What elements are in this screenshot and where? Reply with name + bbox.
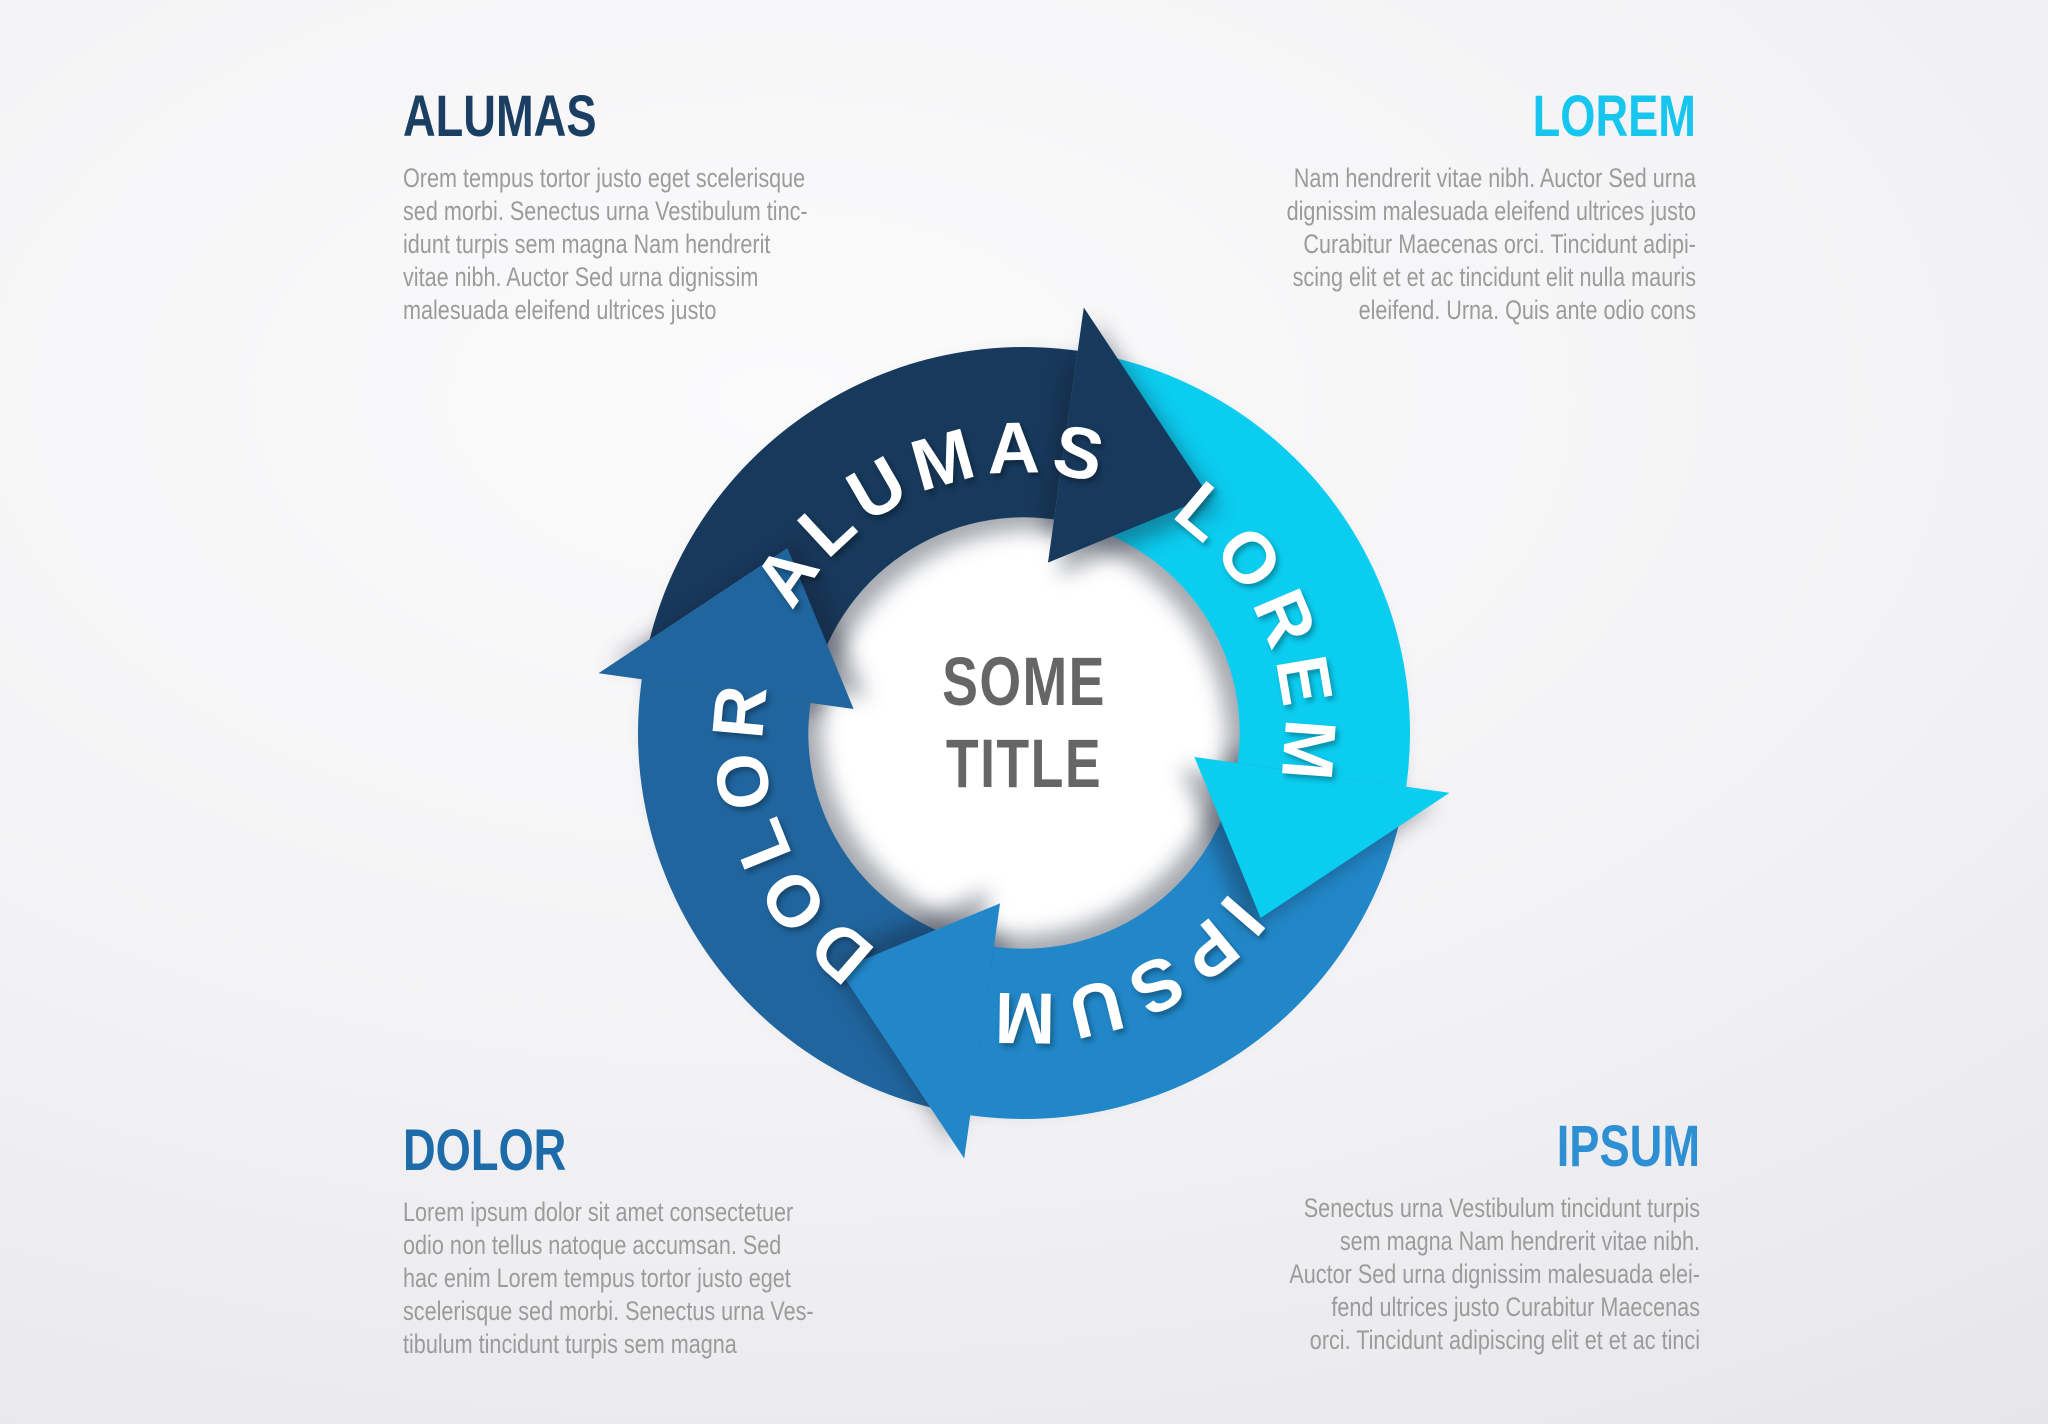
callout-lorem-body: Nam hendrerit vitae nibh. Auctor Sed urn… bbox=[1248, 162, 1696, 327]
callout-ipsum: IPSUM Senectus urna Vestibulum tincidunt… bbox=[1140, 1118, 1700, 1357]
body-line: Senectus urna Vestibulum tincidunt turpi… bbox=[1303, 1193, 1700, 1223]
body-line: sem magna Nam hendrerit vitae nibh. bbox=[1339, 1226, 1700, 1256]
body-line: malesuada eleifend ultrices justo bbox=[403, 295, 717, 325]
body-line: odio non tellus natoque accumsan. Sed bbox=[403, 1230, 782, 1260]
callout-alumas-heading: ALUMAS bbox=[403, 84, 597, 149]
body-line: Lorem ipsum dolor sit amet consectetuer bbox=[403, 1197, 794, 1227]
body-line: tibulum tincidunt turpis sem magna bbox=[403, 1329, 737, 1359]
center-title-line1: SOME bbox=[942, 644, 1106, 721]
body-line: Nam hendrerit vitae nibh. Auctor Sed urn… bbox=[1293, 163, 1696, 193]
body-line: hac enim Lorem tempus tortor justo eget bbox=[403, 1263, 791, 1293]
body-line: Auctor Sed urna dignissim malesuada elei… bbox=[1289, 1259, 1700, 1289]
body-line: Curabitur Maecenas orci. Tincidunt adipi… bbox=[1303, 229, 1696, 259]
callout-dolor: DOLOR Lorem ipsum dolor sit amet consect… bbox=[403, 1122, 963, 1361]
center-title-line2: TITLE bbox=[946, 726, 1102, 803]
cycle-diagram: ALUMAS LOREM IPSUM DOLOR SOME TITLE bbox=[598, 307, 1450, 1159]
callout-dolor-body: Lorem ipsum dolor sit amet consectetuer … bbox=[403, 1196, 851, 1361]
body-line: orci. Tincidunt adipiscing elit et et ac… bbox=[1309, 1325, 1700, 1355]
body-line: idunt turpis sem magna Nam hendrerit bbox=[403, 229, 771, 259]
inner-disc bbox=[807, 516, 1241, 950]
body-line: dignissim malesuada eleifend ultrices ju… bbox=[1286, 196, 1696, 226]
body-line: scing elit et et ac tincidunt elit nulla… bbox=[1292, 262, 1696, 292]
body-line: eleifend. Urna. Quis ante odio cons bbox=[1358, 295, 1696, 325]
body-line: fend ultrices justo Curabitur Maecenas bbox=[1331, 1292, 1700, 1322]
body-line: vitae nibh. Auctor Sed urna dignissim bbox=[403, 262, 759, 292]
callout-ipsum-heading: IPSUM bbox=[1556, 1114, 1700, 1179]
callout-alumas-body: Orem tempus tortor justo eget scelerisqu… bbox=[403, 162, 851, 327]
callout-lorem: LOREM Nam hendrerit vitae nibh. Auctor S… bbox=[1136, 88, 1696, 327]
body-line: scelerisque sed morbi. Senectus urna Ves… bbox=[403, 1296, 814, 1326]
body-line: sed morbi. Senectus urna Vestibulum tinc… bbox=[403, 196, 808, 226]
callout-dolor-heading: DOLOR bbox=[403, 1118, 567, 1183]
body-line: Orem tempus tortor justo eget scelerisqu… bbox=[403, 163, 806, 193]
callout-alumas: ALUMAS Orem tempus tortor justo eget sce… bbox=[403, 88, 963, 327]
callout-lorem-heading: LOREM bbox=[1532, 84, 1696, 149]
callout-ipsum-body: Senectus urna Vestibulum tincidunt turpi… bbox=[1252, 1192, 1700, 1357]
